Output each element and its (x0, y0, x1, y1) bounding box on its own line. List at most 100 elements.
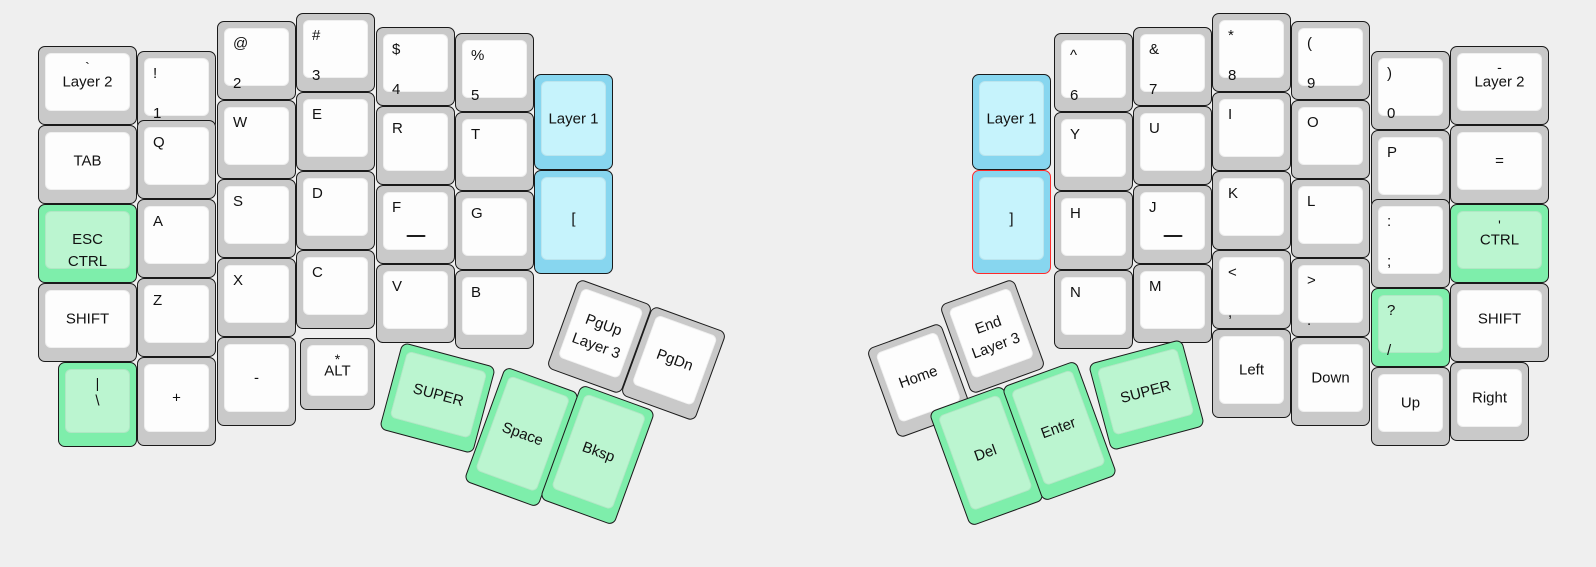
key-m[interactable]: M (1133, 264, 1212, 343)
key-0[interactable]: )0 (1371, 51, 1450, 130)
key-up[interactable]: Up (1371, 367, 1450, 446)
keycap-surface: H (1061, 198, 1126, 256)
key-6[interactable]: ^6 (1054, 33, 1133, 112)
key-g[interactable]: G (455, 191, 534, 270)
key-down[interactable]: Down (1291, 337, 1370, 426)
key-legend-shifted: W (233, 114, 248, 131)
key-7[interactable]: &7 (1133, 27, 1212, 106)
key-legend-base: 5 (471, 87, 480, 104)
key-legend-shifted: X (233, 272, 244, 289)
key-plus[interactable]: + (137, 357, 216, 446)
key-legend-top: * (334, 351, 341, 367)
key-layer1-left[interactable]: Layer 1 (534, 74, 613, 170)
key-legend: <, (1220, 258, 1283, 320)
key-legend-shifted: C (312, 264, 323, 281)
key-legend: E (304, 100, 367, 156)
key-legend-center: Space (499, 418, 546, 449)
key-s[interactable]: S (217, 179, 296, 258)
key-legend: SUPER (391, 352, 487, 438)
key-f[interactable]: F (376, 185, 455, 264)
key-4[interactable]: $4 (376, 27, 455, 106)
key-legend: 'CTRL (1458, 212, 1541, 268)
key-z[interactable]: Z (137, 278, 216, 357)
key-p[interactable]: P (1371, 130, 1450, 209)
keycap-surface: `Layer 2 (45, 53, 130, 111)
key-legend: SUPER (1098, 349, 1194, 435)
key-5[interactable]: %5 (455, 33, 534, 112)
key-e[interactable]: E (296, 92, 375, 171)
key-legend: B (463, 278, 526, 334)
key-legend: + (145, 365, 208, 431)
key-2[interactable]: @2 (217, 21, 296, 100)
keycap-surface: + (144, 364, 209, 432)
key-9[interactable]: (9 (1291, 21, 1370, 100)
key-legend-center: - (254, 369, 259, 387)
key-super-right[interactable]: SUPER (1088, 338, 1205, 452)
key-1[interactable]: !1 (137, 51, 216, 130)
key-legend-shifted: K (1228, 185, 1239, 202)
key-u[interactable]: U (1133, 106, 1212, 185)
key-n[interactable]: N (1054, 270, 1133, 349)
key-slash[interactable]: ?/ (1371, 288, 1450, 367)
key-legend-center: Bksp (580, 438, 618, 466)
key-legend: )0 (1379, 59, 1442, 121)
key-h[interactable]: H (1054, 191, 1133, 270)
key-o[interactable]: O (1291, 100, 1370, 179)
key-3[interactable]: #3 (296, 13, 375, 92)
keycap-surface: O (1298, 107, 1363, 165)
key-semicolon[interactable]: :; (1371, 199, 1450, 288)
key-tab[interactable]: TAB (38, 125, 137, 204)
key-j[interactable]: J (1133, 185, 1212, 264)
key-legend: TAB (46, 133, 129, 189)
key-legend: Q (145, 128, 208, 184)
key-q[interactable]: Q (137, 120, 216, 199)
key-comma[interactable]: <, (1212, 250, 1291, 329)
key-layer2-right[interactable]: -Layer 2 (1450, 46, 1549, 125)
key-shift-left[interactable]: SHIFT (38, 283, 137, 362)
key-x[interactable]: X (217, 258, 296, 337)
key-legend-shifted: O (1307, 114, 1319, 131)
key-b[interactable]: B (455, 270, 534, 349)
key-period[interactable]: >. (1291, 258, 1370, 337)
key-8[interactable]: *8 (1212, 13, 1291, 92)
key-left[interactable]: Left (1212, 329, 1291, 418)
key-a[interactable]: A (137, 199, 216, 278)
key-pipe-backslash[interactable]: |\ (58, 362, 137, 447)
key-y[interactable]: Y (1054, 112, 1133, 191)
key-i[interactable]: I (1212, 92, 1291, 171)
key-layer2-left[interactable]: `Layer 2 (38, 46, 137, 125)
key-legend-shifted: U (1149, 120, 1160, 137)
key-k[interactable]: K (1212, 171, 1291, 250)
key-r[interactable]: R (376, 106, 455, 185)
key-legend-base: 1 (153, 105, 162, 122)
keycap-surface: SUPER (389, 350, 488, 439)
keycap-surface: TAB (45, 132, 130, 190)
key-legend: H (1062, 199, 1125, 255)
keycap-surface: S (224, 186, 289, 244)
key-shift-right[interactable]: SHIFT (1450, 283, 1549, 362)
key-legend-shifted: ) (1387, 65, 1392, 82)
key-right[interactable]: Right (1450, 362, 1529, 441)
key-d[interactable]: D (296, 171, 375, 250)
key-c[interactable]: C (296, 250, 375, 329)
key-legend: ?/ (1379, 296, 1442, 358)
key-alt[interactable]: *ALT (300, 338, 375, 410)
key-legend-word: ALT (324, 362, 351, 379)
keycap-surface: #3 (303, 20, 368, 83)
key-equals[interactable]: = (1450, 125, 1549, 204)
key-w[interactable]: W (217, 100, 296, 179)
key-layer1-right[interactable]: Layer 1 (972, 74, 1051, 170)
key-t[interactable]: T (455, 112, 534, 191)
key-bracket-left[interactable]: [ (534, 170, 613, 274)
key-quote-ctrl[interactable]: 'CTRL (1450, 204, 1549, 283)
key-legend: K (1220, 179, 1283, 235)
key-legend-shifted: I (1228, 106, 1233, 123)
key-l[interactable]: L (1291, 179, 1370, 258)
key-bracket-right[interactable]: ] (972, 170, 1051, 274)
key-legend: SHIFT (1458, 291, 1541, 347)
key-v[interactable]: V (376, 264, 455, 343)
key-legend: M (1141, 272, 1204, 328)
key-minus-left[interactable]: - (217, 337, 296, 426)
